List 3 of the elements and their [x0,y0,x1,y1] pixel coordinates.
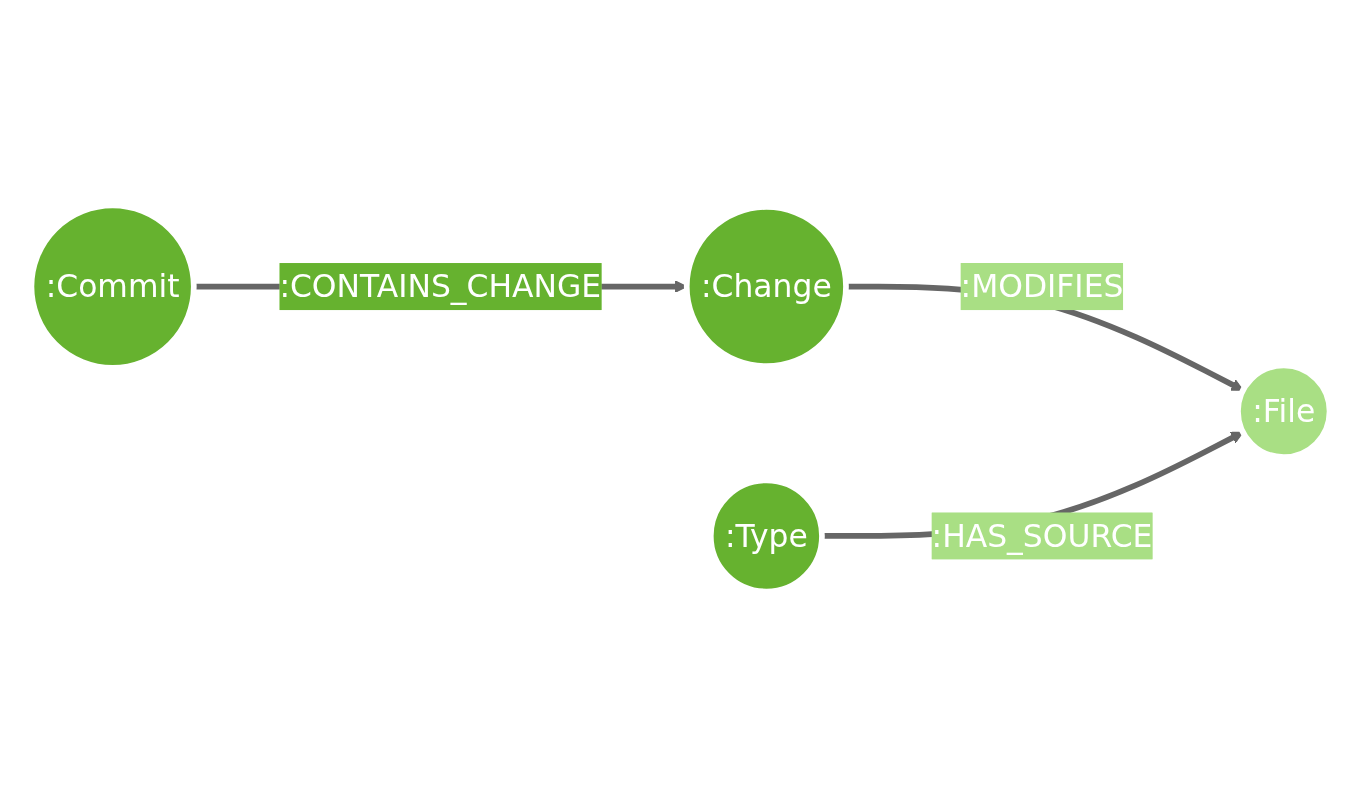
edge-label: :CONTAINS_CHANGE [279,268,602,305]
edge-label: :HAS_SOURCE [931,518,1153,554]
edge-label: :MODIFIES [960,268,1124,305]
